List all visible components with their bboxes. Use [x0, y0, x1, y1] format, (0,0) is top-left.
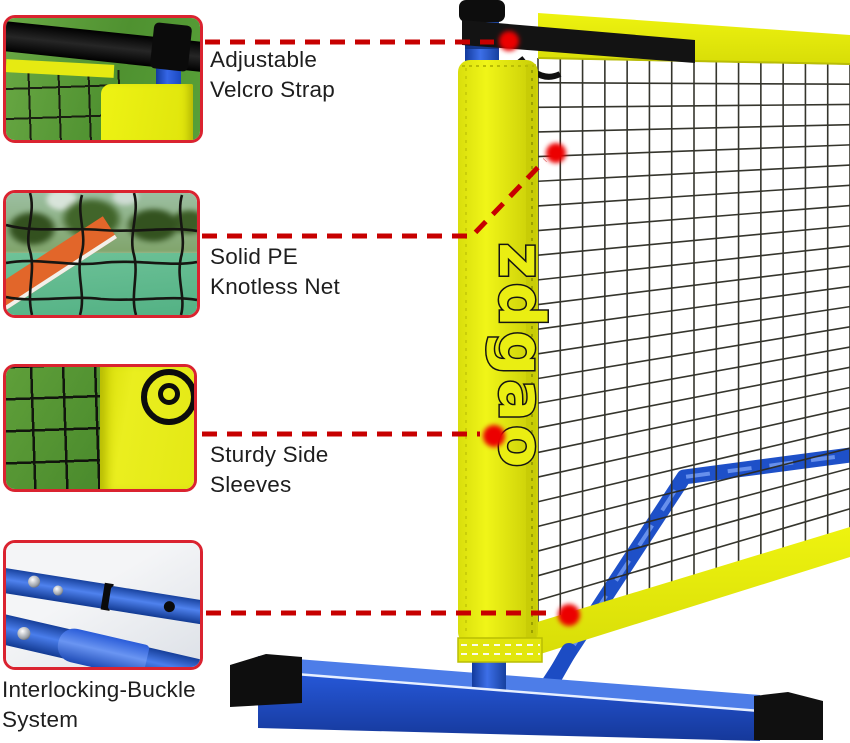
net-mesh: [537, 57, 850, 626]
base-top-face: [258, 656, 760, 711]
callout-label-velcro-strap: Adjustable Velcro Strap: [210, 47, 335, 102]
yellow-sleeve: [101, 84, 193, 140]
net-grid-wavy: [6, 193, 197, 315]
base-end-cap-right: [754, 692, 823, 740]
net-bottom-tape: [534, 527, 850, 656]
base-front-face: [258, 671, 760, 741]
base-highlight: [257, 669, 761, 713]
base-end-cap-left: [230, 654, 302, 707]
callout-label-knotless-net: Solid PE Knotless Net: [210, 244, 340, 299]
base-bar: [230, 652, 823, 741]
grommet-ring: [141, 369, 194, 425]
callout-lines: [202, 39, 555, 616]
inset-side-sleeves: [3, 364, 197, 492]
inset-knotless-net: [3, 190, 200, 318]
callout-dots: [483, 31, 580, 626]
post-cap: [459, 0, 505, 22]
callout-dot-velcro-strap: [499, 31, 519, 51]
callout-dot-knotless-net: [546, 143, 566, 163]
net-grid: [6, 367, 107, 489]
grommet-hole: [158, 383, 180, 405]
callout-dot-buckle-system: [558, 604, 580, 626]
strap-clamp: [149, 22, 193, 72]
inset-buckle-system: [3, 540, 203, 670]
inset-velcro-strap: [3, 15, 203, 143]
callout-line-knotless-net: [202, 158, 547, 239]
sleeve-bottom-band: [457, 637, 543, 663]
callout-dot-side-sleeves: [483, 425, 505, 447]
post-sleeve: zdgao: [457, 60, 560, 663]
callout-label-side-sleeves: Sturdy Side Sleeves: [210, 442, 329, 497]
callout-label-buckle-system: Interlocking-Buckle System: [2, 677, 196, 732]
